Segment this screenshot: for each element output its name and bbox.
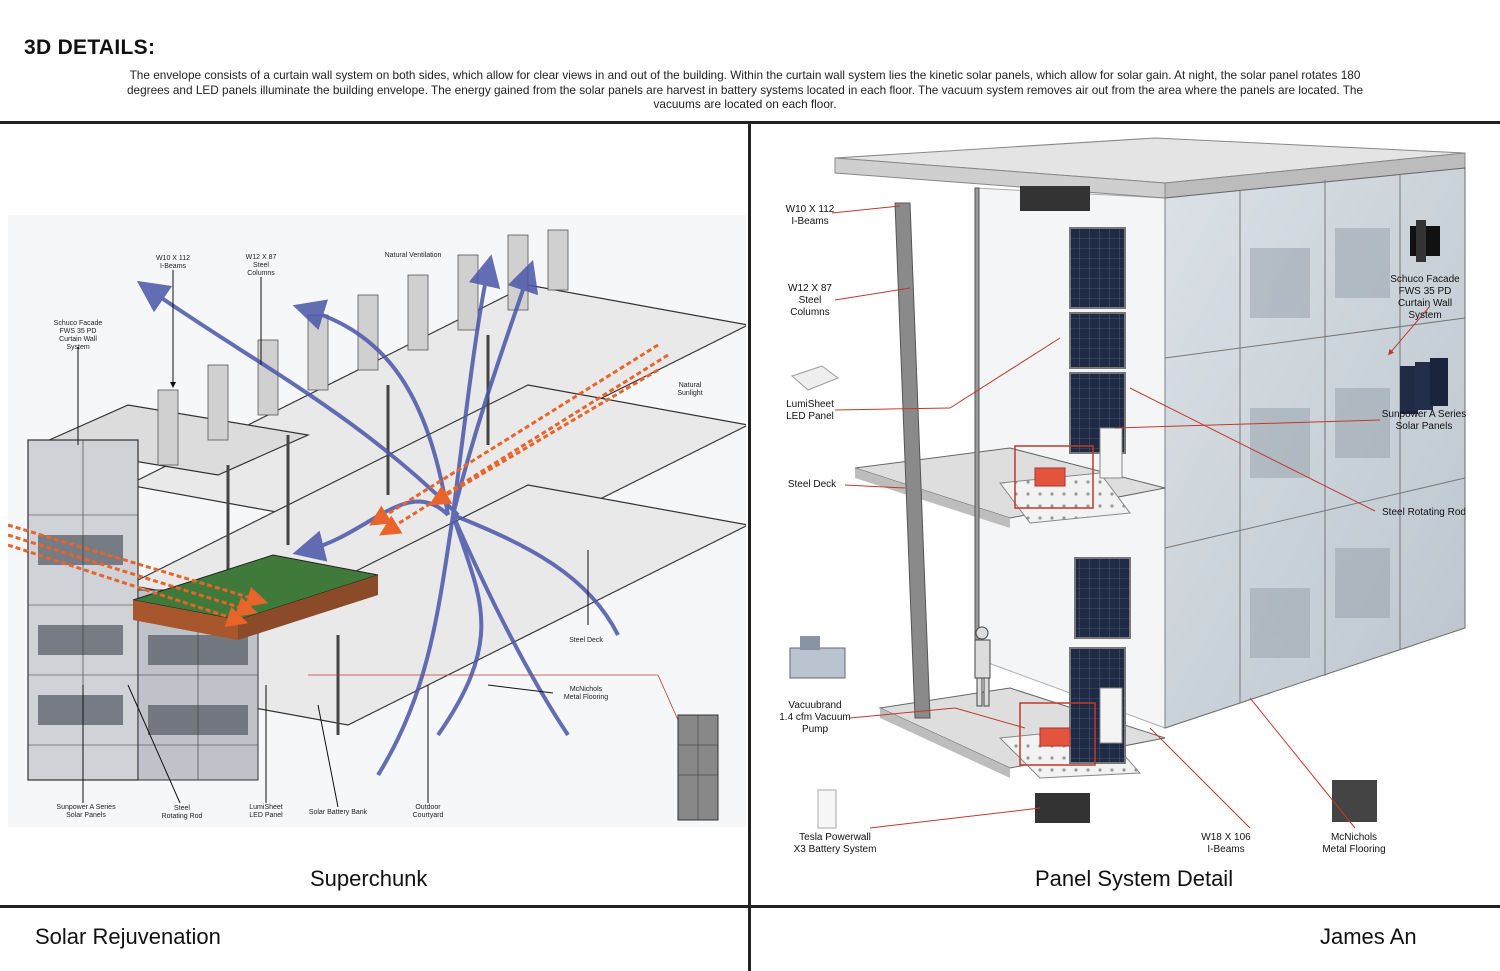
sunlight-rays — [7, 343, 669, 627]
r-label-mcnichols-line2: Metal Flooring — [1322, 844, 1385, 855]
label-schuco-line3: Curtain Wall — [59, 336, 97, 343]
label-w12-line2: Steel — [253, 262, 269, 269]
label-sunpower-line1: Sunpower A Series — [56, 804, 116, 811]
label-schuco-line1: Schuco Facade — [54, 320, 103, 327]
r-label-w10-line2: I-Beams — [791, 216, 828, 227]
r-label-steel-deck: Steel Deck — [788, 479, 837, 490]
leader-lines — [77, 270, 589, 808]
sunpower-thumb — [1400, 358, 1448, 414]
lumisheet-thumb — [791, 365, 840, 391]
label-rod-line1: Steel — [174, 805, 190, 812]
project-title: Solar Rejuvenation — [35, 924, 221, 949]
label-rod-line2: Rotating Rod — [162, 813, 203, 820]
superchunk-caption: Superchunk — [310, 866, 428, 891]
steel-columns — [894, 187, 980, 719]
r-label-sunpower-line2: Solar Panels — [1396, 421, 1453, 432]
label-courtyard-line2: Courtyard — [413, 812, 444, 819]
callout-leaders — [831, 205, 1431, 829]
r-label-w12-line2: Steel — [799, 295, 822, 306]
r-label-w10-line1: W10 X 112 — [786, 204, 835, 215]
human-figure — [974, 626, 991, 707]
label-schuco-line4: System — [66, 344, 90, 351]
glass-curtain-wall — [974, 167, 1466, 729]
r-label-tesla-line1: Tesla Powerwall — [799, 832, 871, 843]
label-sunpower-line2: Solar Panels — [66, 812, 106, 819]
label-lumisheet-line2: LED Panel — [249, 812, 283, 819]
r-label-w18-line1: W18 X 106 — [1201, 832, 1251, 843]
r-label-schuco-line2: FWS 35 PD — [1399, 286, 1452, 297]
r-label-mcnichols-line1: McNichols — [1331, 832, 1377, 843]
label-courtyard-line1: Outdoor — [415, 804, 441, 811]
r-label-schuco-line4: System — [1408, 310, 1441, 321]
curtain-wall-facade — [27, 439, 259, 781]
r-label-lumisheet-line1: LumiSheet — [786, 399, 834, 410]
r-label-vacuum-line3: Pump — [802, 724, 829, 735]
label-w12-line3: Columns — [247, 270, 275, 277]
equipment — [1014, 186, 1123, 823]
mcnichols-thumb — [1332, 780, 1377, 822]
vacuum-pump-thumb — [789, 636, 846, 679]
r-label-lumisheet-line2: LED Panel — [786, 411, 834, 422]
mini-elevation — [677, 714, 719, 821]
product-thumbnails — [789, 220, 1448, 829]
r-label-schuco-line3: Curtain Wall — [1398, 298, 1452, 309]
powerwall-thumb — [817, 789, 837, 829]
r-label-w18-line2: I-Beams — [1207, 844, 1244, 855]
sheet-description: The envelope consists of a curtain wall … — [126, 68, 1364, 111]
solar-panel-array — [1069, 227, 1131, 764]
center-divider — [748, 121, 751, 971]
label-w12-line1: W12 X 87 — [246, 254, 277, 261]
label-sunlight-line1: Natural — [679, 382, 702, 389]
r-label-schuco-line1: Schuco Facade — [1390, 274, 1460, 285]
label-schuco-line2: FWS 35 PD — [60, 328, 97, 335]
schuco-thumb — [1410, 220, 1440, 262]
label-ventilation: Natural Ventilation — [385, 252, 442, 259]
airflow-arrows — [136, 254, 620, 777]
r-label-rod: Steel Rotating Rod — [1382, 507, 1466, 518]
r-label-vacuum-line2: 1.4 cfm Vacuum — [779, 712, 851, 723]
label-mcnichols-line2: Metal Flooring — [564, 694, 608, 701]
r-label-tesla-line2: X3 Battery System — [794, 844, 877, 855]
panel-system-caption: Panel System Detail — [1035, 866, 1234, 891]
label-w10-line2: I-Beams — [160, 263, 187, 270]
label-mcnichols-line1: McNichols — [570, 686, 603, 693]
r-label-vacuum-line1: Vacuubrand — [788, 700, 841, 711]
r-label-w12-line3: Columns — [790, 307, 829, 318]
label-w10-line1: W10 X 112 — [156, 255, 190, 262]
label-lumisheet-line1: LumiSheet — [249, 804, 283, 811]
r-label-w12-line1: W12 X 87 — [788, 283, 832, 294]
label-battery: Solar Battery Bank — [309, 809, 368, 816]
author-name: James An — [1320, 924, 1417, 949]
sheet-title: 3D DETAILS: — [24, 36, 156, 59]
label-steel-deck: Steel Deck — [569, 637, 603, 644]
r-label-sunpower-line1: Sunpower A Series — [1382, 409, 1467, 420]
label-sunlight-line2: Sunlight — [677, 390, 702, 397]
footer-divider — [0, 905, 1500, 908]
